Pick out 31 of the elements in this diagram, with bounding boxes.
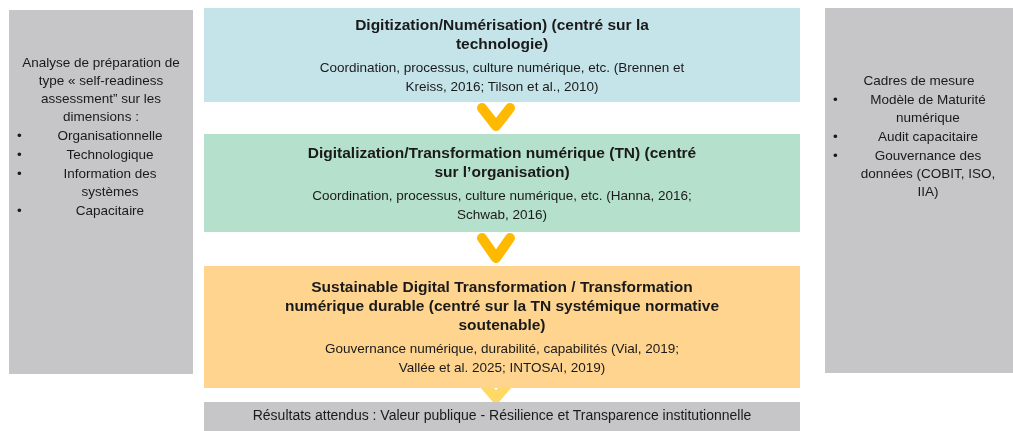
bullet-mark: • [17, 202, 23, 220]
bullet-item: Organisationnelle [56, 127, 164, 145]
stage-box [204, 134, 800, 232]
bullet-item: Capacitaire [74, 202, 146, 220]
bullet-item: Information des systèmes [62, 165, 158, 201]
stage-description: Coordination, processus, culture numérique, etc. (Hanna, 2016; Schwab, 2016) [311, 186, 693, 224]
bullet-mark: • [17, 165, 23, 183]
stage-title: Digitization/Numérisation) (centré sur la technologie) [354, 14, 650, 53]
bullet-item: Modèle de Maturité numérique [869, 91, 987, 127]
panel-heading: Analyse de préparation de type « self-readiness assessment” sur les dimensions : [21, 54, 181, 126]
bullet-mark: • [833, 147, 839, 165]
result-text: Résultats attendus : Valeur publique - Résilience et Transparence institutionnelle [252, 406, 752, 424]
stage-description: Gouvernance numérique, durabilité, capabilités (Vial, 2019; Vallée et al. 2025; INTOSAI, 2019) [324, 340, 680, 377]
bullet-mark: • [17, 146, 23, 164]
bullet-item: Gouvernance des données (COBIT, ISO, IIA) [859, 147, 997, 201]
side-panel [9, 10, 193, 374]
stage-box [204, 266, 800, 388]
stage-title: Digitalization/Transformation numérique (TN) (centré sur l’organisation) [306, 142, 698, 181]
result-bar [204, 402, 800, 431]
stage-description: Coordination, processus, culture numérique, etc. (Brennen et Kreiss, 2016; Tilson et al., 2010) [318, 58, 686, 96]
stage-box [204, 8, 800, 102]
chevron-arrow [477, 103, 515, 131]
bullet-mark: • [833, 128, 839, 146]
chevron-arrow [477, 233, 515, 263]
bullet-mark: • [17, 127, 23, 145]
stage-title: Sustainable Digital Transformation / Transformation numérique durable (centré sur la TN systémique normative soutenable) [283, 277, 721, 334]
bullet-item: Audit capacitaire [877, 128, 979, 146]
panel-heading: Cadres de mesure [863, 72, 975, 90]
bullet-item: Technologique [65, 146, 155, 164]
side-panel [825, 8, 1013, 373]
bullet-mark: • [833, 91, 839, 109]
